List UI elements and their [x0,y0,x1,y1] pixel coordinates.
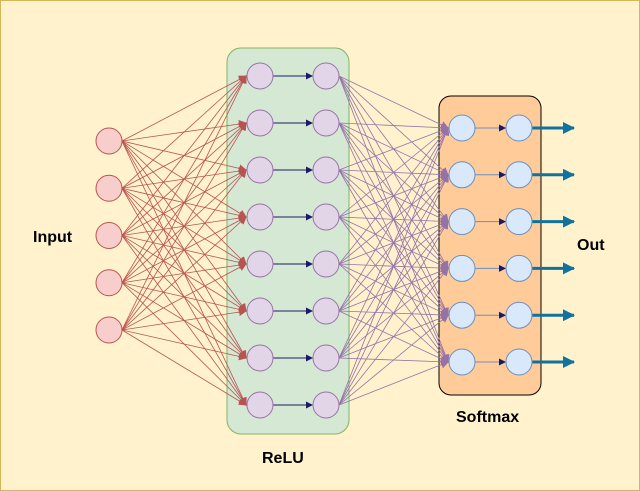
relu-node [312,297,340,325]
input-to-relu-edge [121,75,247,236]
softmax-node [505,161,533,189]
input-node [95,316,123,344]
relu-to-softmax-edge [338,75,449,129]
relu-node [312,62,340,90]
input-to-relu-edge [121,75,247,142]
relu-to-softmax-edge [338,173,449,406]
input-to-relu-edge [121,216,247,331]
relu-node [246,250,274,278]
relu-layer-box [226,47,350,435]
relu-node [246,297,274,325]
relu-to-softmax-edge [338,127,450,406]
input-to-relu-edge [121,75,247,189]
relu-node [246,109,274,137]
softmax-node [448,301,476,329]
relu-to-softmax-edge [338,127,449,359]
softmax-node [448,114,476,142]
softmax-node [448,161,476,189]
input-to-relu-edge [121,308,247,331]
softmax-node [505,301,533,329]
out-label: Out [577,237,605,254]
relu-to-softmax-edge [338,127,449,265]
softmax-layer-box [438,95,542,396]
relu-node [246,344,274,372]
relu-to-softmax-edge [338,267,449,406]
softmax-node [505,348,533,376]
softmax-node [448,254,476,282]
input-node [95,174,123,202]
relu-to-softmax-edge [338,122,449,132]
input-to-relu-edge [121,329,247,406]
relu-node [246,156,274,184]
softmax-node [448,208,476,236]
input-to-relu-edge [121,75,247,331]
relu-to-softmax-edge [338,126,449,171]
input-node [95,127,123,155]
softmax-label: Softmax [456,409,520,426]
input-to-relu-edge [121,169,247,331]
softmax-node [505,254,533,282]
input-label: Input [33,229,73,246]
relu-node [312,344,340,372]
relu-to-softmax-edge [338,360,449,406]
softmax-node [505,208,533,236]
input-node [95,269,123,297]
relu-node [246,203,274,231]
input-to-relu-edge [121,329,247,361]
relu-node [312,109,340,137]
softmax-node [448,348,476,376]
relu-node [312,203,340,231]
relu-to-softmax-edge [338,127,449,218]
relu-node [312,250,340,278]
relu-node [246,62,274,90]
relu-to-softmax-edge [338,314,449,406]
relu-node [312,391,340,419]
relu-to-softmax-edge [338,127,449,312]
input-to-relu-edge [121,75,247,283]
input-to-relu-edge [121,122,247,331]
relu-to-softmax-edge [338,220,449,406]
softmax-node [505,114,533,142]
relu-label: ReLU [262,450,304,467]
relu-node [312,156,340,184]
input-to-relu-edge [121,263,247,331]
input-node [95,222,123,249]
relu-node [246,391,274,419]
